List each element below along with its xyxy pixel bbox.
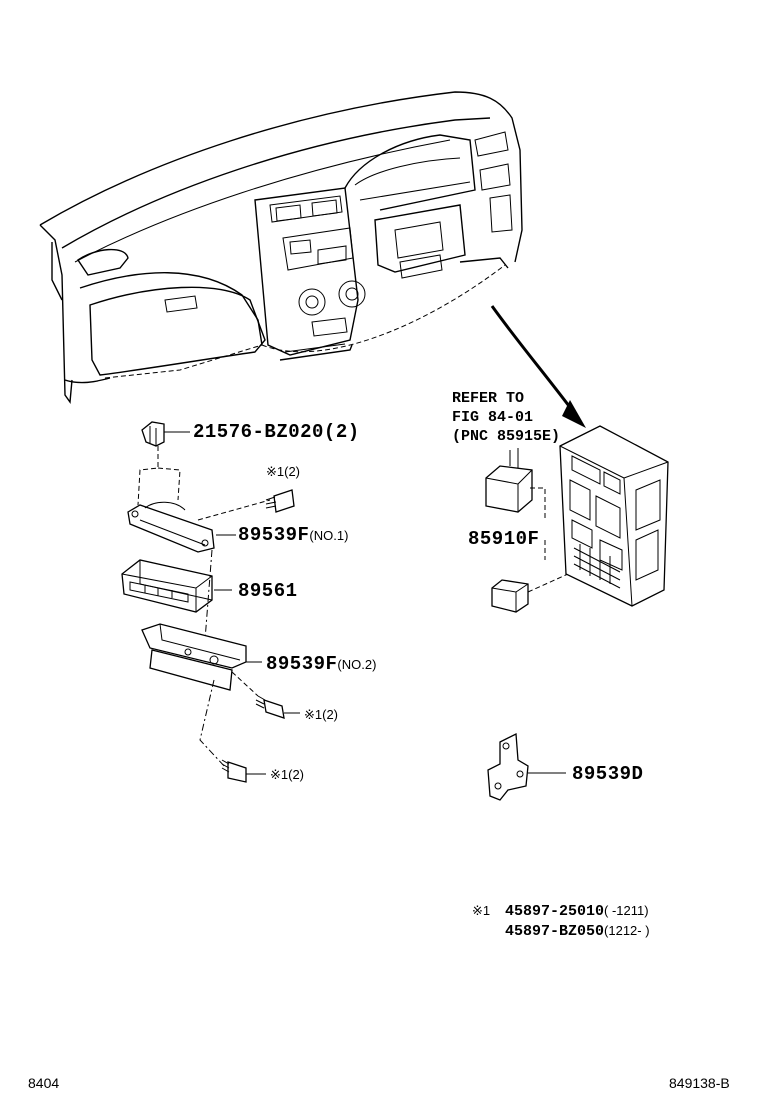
label-screw-mid: ※1(2)	[304, 706, 338, 724]
clip-21576	[137, 421, 190, 506]
footnote-row-2: 45897-BZ050(1212- )	[505, 922, 650, 940]
footnote-part-1: 45897-25010	[505, 903, 605, 920]
bracket-89539D	[487, 732, 566, 801]
screw-low	[221, 759, 266, 783]
footnote-part-2: 45897-BZ050	[505, 923, 605, 940]
screw-mid	[255, 695, 300, 719]
footnote-range-2: (1212- )	[604, 923, 650, 938]
refer-note: REFER TO FIG 84-01 (PNC 85915E)	[452, 389, 560, 446]
footnote-row-1: 45897-25010( -1211)	[505, 902, 649, 920]
junction-block	[559, 425, 669, 607]
part-89539F-no1: 89539F	[238, 524, 310, 546]
footer-figure-code: 849138-B	[669, 1075, 730, 1091]
refer-line1: REFER TO	[452, 390, 525, 407]
screw-mid-note: ※1(2)	[304, 707, 339, 722]
screw-top	[265, 489, 295, 513]
ecu-89561	[121, 549, 232, 641]
label-89561: 89561	[238, 580, 298, 602]
relay-lower	[491, 540, 569, 613]
relay-upper	[485, 448, 546, 520]
qualifier-no2: (NO.2)	[337, 657, 377, 672]
footer-page-code: 8404	[28, 1075, 60, 1091]
pointer-arrow	[490, 305, 586, 428]
footnote-marker: ※1	[472, 902, 490, 920]
part-89539F-no2: 89539F	[266, 653, 338, 675]
label-screw-top: ※1(2)	[266, 463, 300, 481]
label-21576-BZ020: 21576-BZ020(2)	[193, 421, 360, 443]
label-85910F: 85910F	[468, 528, 540, 550]
screw-low-note: ※1(2)	[270, 767, 305, 782]
label-89539F-no2: 89539F(NO.2)	[266, 653, 376, 675]
instrument-panel-illustration	[39, 91, 523, 404]
refer-line3: (PNC 85915E)	[452, 428, 561, 445]
screw-top-note: ※1(2)	[266, 464, 301, 479]
label-screw-low: ※1(2)	[270, 766, 304, 784]
label-89539F-no1: 89539F(NO.1)	[238, 524, 348, 546]
label-89539D: 89539D	[572, 763, 644, 785]
footnote-marker-text: ※1	[472, 903, 491, 918]
bracket-89539F-no1	[127, 499, 271, 553]
footnote-range-1: ( -1211)	[604, 903, 649, 918]
refer-line2: FIG 84-01	[452, 409, 534, 426]
qualifier-no1: (NO.1)	[309, 528, 349, 543]
bracket-89539F-no2	[141, 623, 262, 769]
